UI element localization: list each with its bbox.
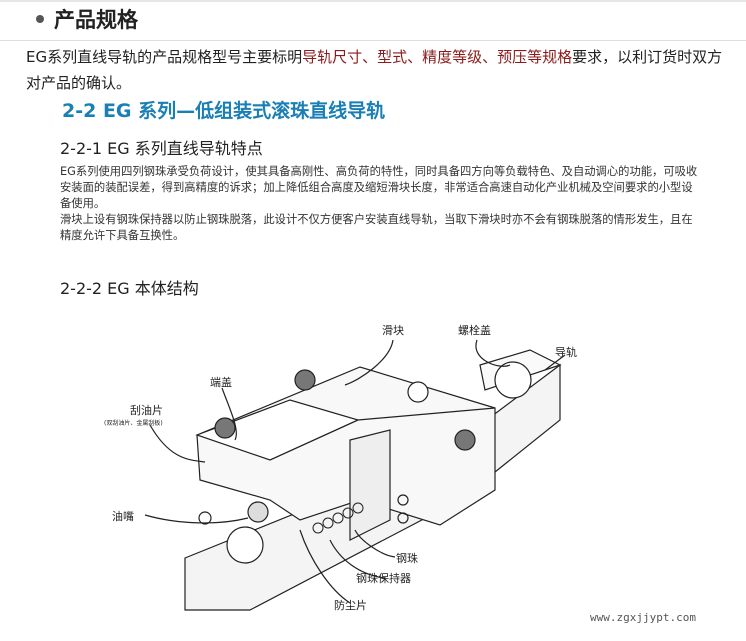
label-dust-seal: 防尘片	[334, 599, 367, 612]
label-rail: 导轨	[555, 346, 577, 359]
features-text: EG系列使用四列钢珠承受负荷设计，使其具备高刚性、高负荷的特性，同时具备四方向等…	[60, 164, 700, 244]
section-heading: 产品规格	[36, 4, 138, 34]
label-scraper: 刮油片	[130, 404, 163, 417]
intro-text: EG系列直线导轨的产品规格型号主要标明	[26, 48, 303, 66]
top-border	[0, 0, 746, 2]
label-grease-nipple: 油嘴	[112, 510, 134, 523]
intro-paragraph: EG系列直线导轨的产品规格型号主要标明导轨尺寸、型式、精度等级、预压等规格要求，…	[26, 44, 726, 96]
label-retainer: 钢珠保持器	[356, 572, 411, 585]
intro-highlight: 导轨尺寸、型式、精度等级、预压等规格	[302, 48, 573, 66]
divider	[0, 40, 746, 41]
features-title: 2-2-1 EG 系列直线导轨特点	[60, 139, 263, 158]
bullet-icon	[36, 15, 44, 23]
label-slider: 滑块	[382, 324, 404, 337]
intro-text-end: 要求，以利订货时双方对产品的确认。	[26, 48, 723, 92]
series-title: 2-2 EG 系列—低组装式滚珠直线导轨	[62, 100, 386, 122]
label-steel-ball: 钢珠	[396, 552, 418, 565]
features-p2: 滑块上设有钢珠保持器以防止钢珠脱落，此设计不仅方便客户安装直线导轨，当取下滑块时…	[60, 213, 693, 242]
label-scraper-note: (双刮油片、金属刮板)	[104, 420, 163, 427]
watermark: www.zgxjjypt.com	[590, 611, 696, 624]
structure-title: 2-2-2 EG 本体结构	[60, 279, 199, 298]
features-p1: EG系列使用四列钢珠承受负荷设计，使其具备高刚性、高负荷的特性，同时具备四方向等…	[60, 165, 698, 210]
heading-text: 产品规格	[54, 8, 138, 32]
label-end-cap: 端盖	[210, 376, 232, 389]
label-bolt-cap: 螺栓盖	[458, 324, 491, 337]
